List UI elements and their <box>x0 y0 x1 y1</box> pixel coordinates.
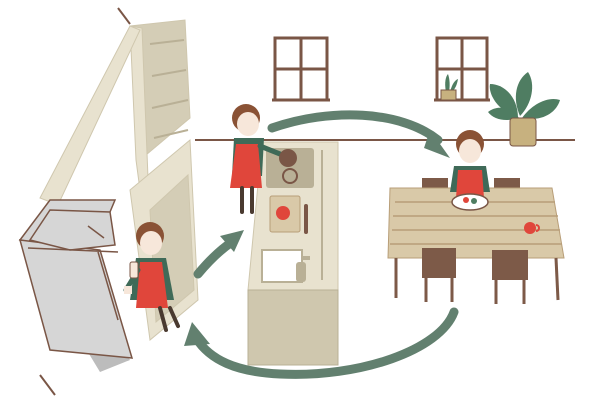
kitchen-island <box>247 141 339 366</box>
person-at-stove <box>230 104 297 214</box>
curved-arrow-icon <box>193 230 244 279</box>
person-serving <box>450 130 490 211</box>
refrigerator <box>18 199 134 372</box>
curved-arrow-icon <box>184 307 459 379</box>
curved-arrow-icon <box>267 110 450 158</box>
window-left <box>272 36 330 102</box>
potted-plant-icon <box>488 72 560 147</box>
upper-cabinets <box>39 19 191 206</box>
person-at-fridge <box>123 222 180 332</box>
dining-table <box>387 178 565 304</box>
potted-plant-icon <box>440 74 458 101</box>
